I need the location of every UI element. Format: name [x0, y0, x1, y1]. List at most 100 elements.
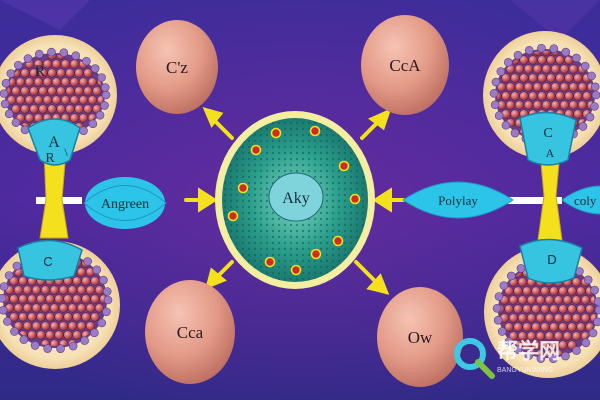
- vesicle: [58, 285, 69, 295]
- membrane-bead: [499, 281, 509, 290]
- vesicle: [517, 295, 528, 305]
- vesicle: [544, 313, 555, 323]
- vesicle: [83, 68, 93, 78]
- membrane-bead: [593, 297, 600, 306]
- vesicle: [514, 100, 525, 110]
- membrane-bead: [95, 110, 105, 120]
- vesicle: [76, 285, 87, 295]
- vesicle: [517, 331, 528, 341]
- vesicle: [24, 113, 35, 123]
- vesicle: [550, 100, 561, 110]
- vesicle: [72, 276, 82, 286]
- vesicle: [549, 286, 559, 296]
- vesicle: [562, 295, 573, 305]
- arrow-top-left-head: [202, 106, 224, 128]
- vesicle: [58, 303, 69, 313]
- membrane-bead: [504, 337, 514, 346]
- pill-far-right: coly: [561, 185, 600, 215]
- vesicle: [24, 77, 35, 87]
- vesicle: [13, 303, 24, 313]
- membrane-bead: [510, 128, 520, 138]
- cell-label: C: [43, 254, 52, 269]
- vesicle: [33, 95, 44, 105]
- vesicle: [505, 100, 516, 110]
- vesicle: [83, 104, 93, 114]
- membrane-bead: [82, 56, 91, 66]
- vesicle: [29, 86, 39, 96]
- vesicle: [69, 113, 80, 123]
- membrane-bead: [0, 293, 7, 303]
- vesicle: [558, 304, 568, 314]
- vesicle: [22, 303, 33, 313]
- vesicle: [504, 286, 514, 296]
- cell-label: C: [543, 126, 552, 141]
- membrane-bead: [536, 354, 546, 363]
- egg-top-left: C'z: [136, 20, 218, 114]
- membrane-bead: [4, 109, 14, 119]
- vesicle: [553, 331, 564, 341]
- vesicle: [56, 104, 66, 114]
- membrane-bead: [83, 257, 92, 266]
- vesicle: [528, 73, 538, 83]
- vesicle: [504, 322, 514, 332]
- membrane-bead: [20, 125, 30, 135]
- vesicle: [76, 303, 87, 313]
- vesicle: [49, 321, 60, 331]
- vesicle: [546, 55, 556, 65]
- vesicle: [51, 95, 62, 105]
- pill-label: Angreen: [101, 197, 149, 212]
- vesicle: [22, 285, 33, 295]
- membrane-bead: [587, 71, 596, 81]
- vesicle: [94, 303, 105, 313]
- vesicle: [562, 313, 573, 323]
- vesicle: [65, 68, 75, 78]
- vesicle: [54, 294, 64, 304]
- vesicle: [573, 73, 583, 83]
- membrane-bead: [490, 100, 500, 110]
- vesicle: [20, 86, 30, 96]
- membrane-bead: [80, 336, 89, 345]
- vesicle: [65, 104, 75, 114]
- arrow-bottom-right-head: [366, 273, 390, 295]
- vesicle: [523, 64, 534, 74]
- vesicle: [549, 340, 559, 350]
- vesicle: [69, 77, 80, 87]
- vesicle: [559, 82, 570, 92]
- vesicle: [505, 82, 516, 92]
- vesicle: [510, 109, 520, 119]
- vesicle: [544, 295, 555, 305]
- membrane-bead: [102, 287, 112, 296]
- vesicle: [517, 313, 528, 323]
- membrane-bead: [14, 60, 23, 70]
- vesicle: [558, 322, 568, 332]
- vesicle: [576, 322, 586, 332]
- vesicle: [67, 285, 78, 295]
- vesicle: [56, 86, 66, 96]
- arrow-top-right-head: [368, 108, 392, 131]
- vesicle: [553, 313, 564, 323]
- membrane-bead: [100, 101, 109, 110]
- vesicle: [60, 95, 71, 105]
- vesicle: [54, 312, 64, 322]
- membrane-bead: [497, 327, 507, 336]
- membrane-bead: [516, 264, 526, 273]
- vesicle: [33, 59, 44, 69]
- vesicle: [69, 59, 80, 69]
- vesicle: [582, 91, 592, 101]
- nucleus-dot: [227, 210, 239, 222]
- vesicle: [540, 286, 550, 296]
- vesicle: [549, 304, 559, 314]
- vesicle: [38, 104, 48, 114]
- vesicle: [537, 73, 547, 83]
- membrane-bead: [30, 341, 40, 350]
- vesicle: [78, 113, 89, 123]
- vesicle: [65, 86, 75, 96]
- egg-top-right: CcA: [361, 15, 449, 115]
- membrane-bead: [100, 83, 110, 92]
- vesicle: [15, 95, 26, 105]
- membrane-bead: [34, 49, 44, 59]
- vesicle: [519, 73, 529, 83]
- vesicle: [513, 286, 523, 296]
- membrane-bead: [90, 64, 100, 73]
- vesicle: [559, 64, 570, 74]
